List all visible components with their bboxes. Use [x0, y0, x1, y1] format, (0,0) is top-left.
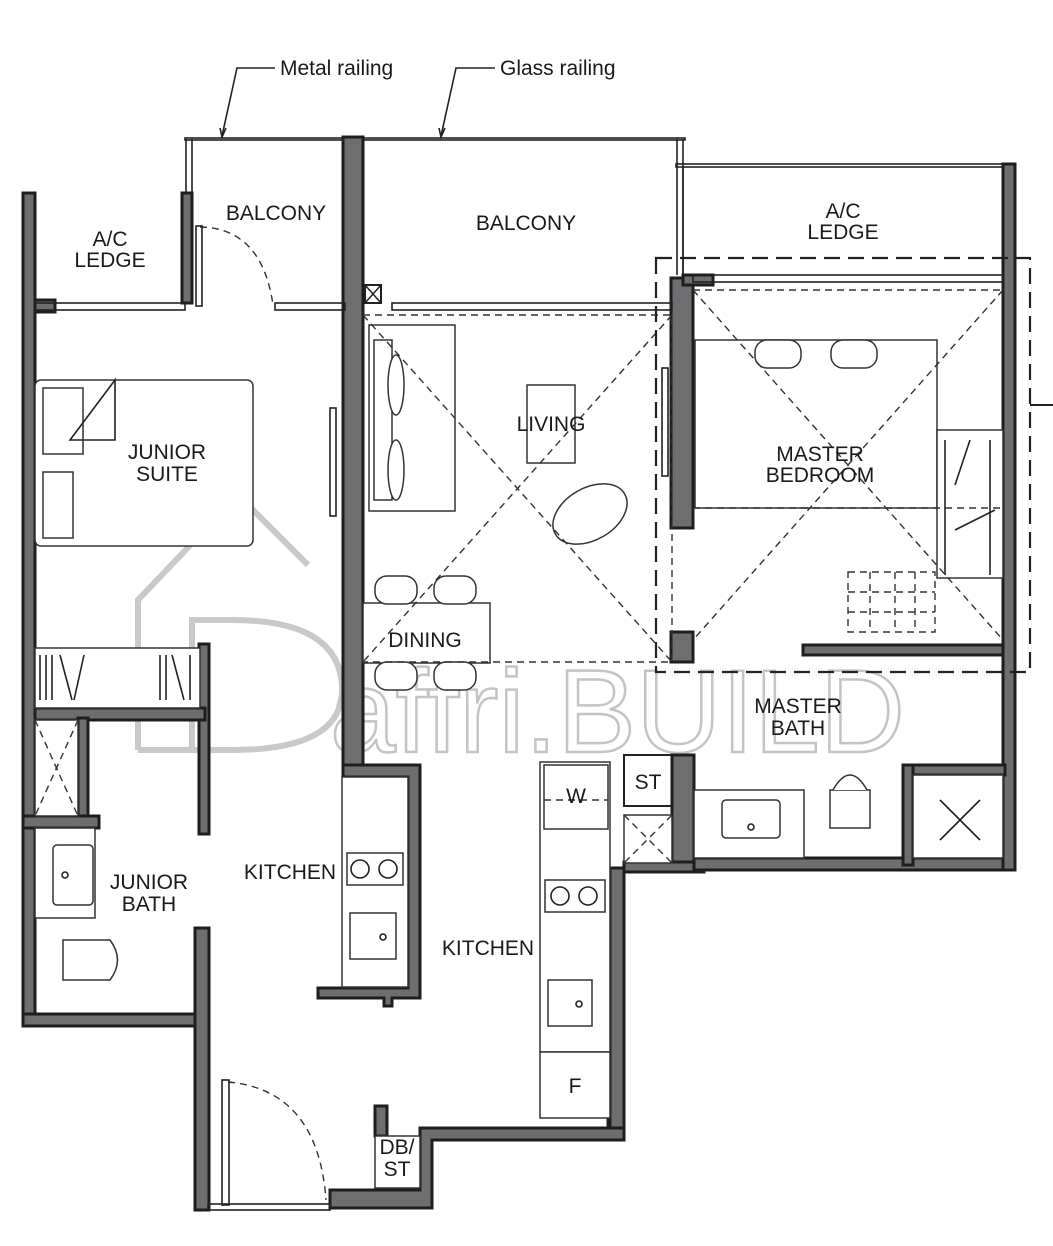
db-st-label-1: DB/ [379, 1136, 414, 1159]
walls [21, 135, 1017, 1212]
kitchen-left-label: KITCHEN [244, 861, 336, 884]
junior-suite-label-1: JUNIOR [128, 441, 206, 464]
balcony-left-label: BALCONY [226, 202, 326, 225]
labels: Metal railing Glass railing A/C LEDGE BA… [74, 57, 878, 1181]
windows [34, 274, 1004, 1211]
db-st-label-2: ST [384, 1158, 411, 1181]
junior-bath-label-1: JUNIOR [110, 871, 188, 894]
dining-label: DINING [388, 629, 462, 652]
furniture [34, 324, 1004, 1189]
glass-railing-label: Glass railing [500, 57, 616, 80]
void-lines [362, 256, 1053, 674]
store-label: ST [635, 771, 662, 794]
metal-railing-label: Metal railing [280, 57, 393, 80]
ac-ledge-right-label-2: LEDGE [807, 221, 878, 244]
ac-ledge-right-label-1: A/C [825, 200, 860, 223]
kitchen-right-label: KITCHEN [442, 937, 534, 960]
master-bath-label-2: BATH [771, 717, 825, 740]
railings [184, 67, 1004, 275]
ac-ledge-left-label-1: A/C [92, 228, 127, 251]
washer-label: W [566, 785, 586, 808]
doors [195, 225, 327, 1206]
fridge-label: F [569, 1075, 582, 1098]
junior-bath-label-2: BATH [122, 893, 176, 916]
balcony-main-label: BALCONY [476, 212, 576, 235]
living-label: LIVING [517, 413, 586, 436]
ac-ledge-left-label-2: LEDGE [74, 249, 145, 272]
master-bedroom-label-2: BEDROOM [766, 464, 875, 487]
master-bath-label-1: MASTER [754, 695, 842, 718]
watermark-logo: affri.BUILD [135, 490, 906, 779]
watermark-text: affri.BUILD [330, 646, 905, 778]
master-bedroom-label-1: MASTER [776, 443, 864, 466]
junior-suite-label-2: SUITE [136, 463, 198, 486]
